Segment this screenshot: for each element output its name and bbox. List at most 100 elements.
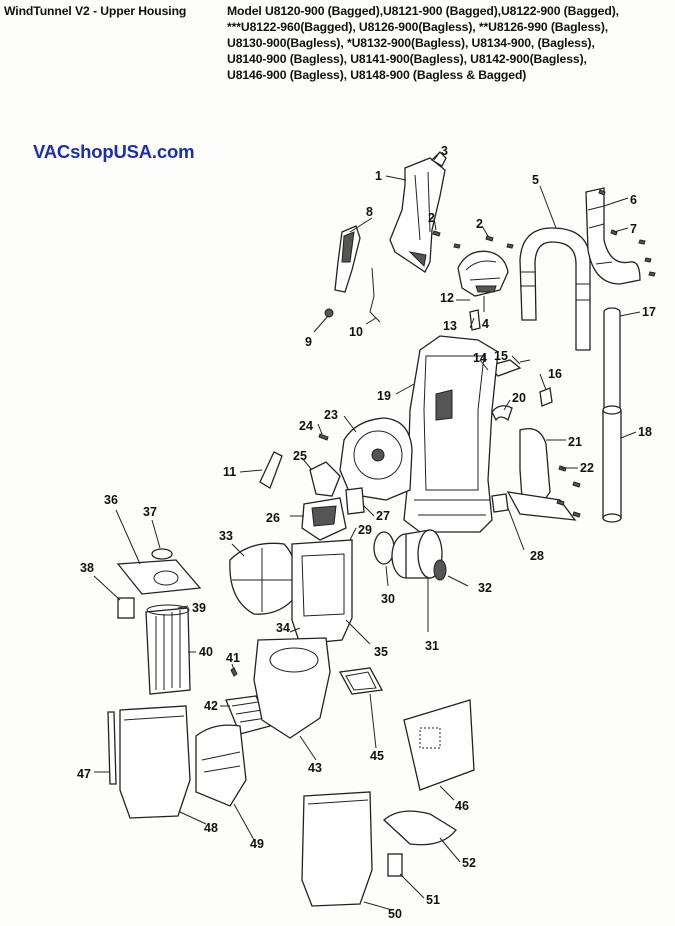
callout-45: 45 [370,749,384,763]
callout-14: 14 [473,351,487,365]
leader-lines [93,151,641,911]
callout-12: 12 [440,291,454,305]
callout-9: 9 [305,335,312,349]
callout-26: 26 [266,511,280,525]
part-20-clip [491,405,513,422]
callout-38: 38 [80,561,94,575]
part-3-cap [430,151,447,167]
callout-7: 7 [630,222,637,236]
callout-23: 23 [324,408,338,422]
callout-36: 36 [104,493,118,507]
callout-42: 42 [204,699,218,713]
part-25-26-assembly [301,461,347,541]
callout-52: 52 [462,856,476,870]
part-30-32-motor [373,529,447,581]
model-line: U8146-900 (Bagless), U8148-900 (Bagless … [227,68,527,82]
callout-39: 39 [192,601,206,615]
part-52-filter [383,810,457,846]
model-line: U8130-900(Bagless), *U8132-900(Bagless),… [227,36,595,50]
model-line: Model U8120-900 (Bagged),U8121-900 (Bagg… [227,4,619,18]
callout-13: 13 [443,319,457,333]
callout-numbers: 1 2 2 3 4 5 6 7 8 9 10 11 12 13 14 15 16… [77,144,656,921]
callout-17: 17 [642,305,656,319]
part-1-handle-grip [389,157,446,273]
part-21-base [506,491,577,521]
callout-2: 2 [476,217,483,231]
part-17-18-wand [602,307,622,523]
part-27-filter-holder [345,487,365,515]
callout-46: 46 [455,799,469,813]
part-11-tube [259,451,283,489]
part-4-cord-bracket [457,250,509,297]
callout-48: 48 [204,821,218,835]
callout-28: 28 [530,549,544,563]
callout-4: 4 [482,317,489,331]
part-48-dirt-cup [119,705,191,819]
part-33-cover [229,542,298,615]
callout-47: 47 [77,767,91,781]
callout-6: 6 [630,193,637,207]
callout-34: 34 [276,621,290,635]
callout-20: 20 [512,391,526,405]
part-13-clip [469,309,481,331]
part-43-housing [253,637,331,739]
part-51-seal [387,853,403,877]
callout-3: 3 [441,144,448,158]
part-47-latch [107,711,117,785]
part-37-ring [151,548,173,560]
callout-16: 16 [548,367,562,381]
callout-40: 40 [199,645,213,659]
callout-21: 21 [568,435,582,449]
callout-24: 24 [299,419,313,433]
callout-41: 41 [226,651,240,665]
callout-2: 2 [428,211,435,225]
part-9-nut [324,308,334,318]
callout-25: 25 [293,449,307,463]
callout-11: 11 [223,465,236,479]
callout-33: 33 [219,529,233,543]
callout-32: 32 [478,581,492,595]
part-41-screw [230,667,238,677]
part-50-bag-chamber [301,791,373,907]
callout-49: 49 [250,837,264,851]
callout-1: 1 [375,169,382,183]
part-46-bag [403,699,475,791]
part-35-frame [291,539,353,645]
part-23-motor-shroud [339,417,413,501]
part-2-screws [432,230,514,249]
part-36-lid [116,559,202,595]
callout-5: 5 [532,173,539,187]
callout-27: 27 [376,509,390,523]
callout-29: 29 [358,523,372,537]
watermark-text: VACshopUSA.com [33,141,195,162]
diagram-title: WindTunnel V2 - Upper Housing [4,4,187,18]
callout-51: 51 [426,893,440,907]
part-22-screws [556,465,581,518]
part-40-filter [145,604,191,695]
part-6-hose-end [585,187,641,285]
part-24-screw [318,433,329,441]
callout-31: 31 [425,639,439,653]
callout-19: 19 [377,389,391,403]
model-line: U8140-900 (Bagless), U8141-900(Bagless),… [227,52,587,66]
part-8-shading [341,231,355,263]
callout-18: 18 [638,425,652,439]
callout-50: 50 [388,907,402,921]
part-28-block [491,493,509,513]
callout-22: 22 [580,461,594,475]
part-38-seal [117,597,135,619]
callout-15: 15 [494,349,508,363]
part-5-hose [519,227,591,351]
part-45-gasket [338,667,384,695]
callout-37: 37 [143,505,157,519]
part-10-wire [369,267,381,323]
callout-30: 30 [381,592,395,606]
callout-10: 10 [349,325,363,339]
model-line: ***U8122-960(Bagged), U8126-900(Bagless)… [227,20,609,34]
callout-35: 35 [374,645,388,659]
part-49-front-cover [195,724,247,807]
callout-8: 8 [366,205,373,219]
callout-43: 43 [308,761,322,775]
